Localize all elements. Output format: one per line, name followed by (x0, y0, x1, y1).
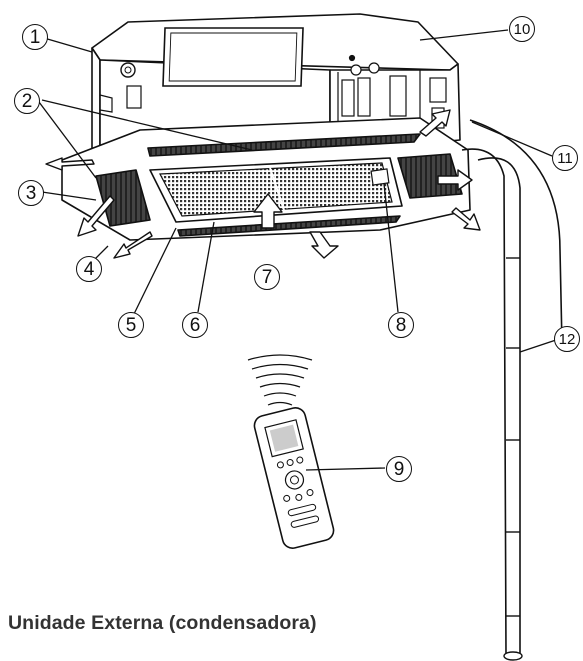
drain-port (120, 62, 136, 78)
callout-10: 10 (509, 16, 535, 42)
callout-1: 1 (22, 24, 48, 50)
callout-11: 11 (552, 145, 578, 171)
airflow-arrows (45, 109, 481, 259)
callout-8: 8 (388, 312, 414, 338)
leader-lines (35, 29, 557, 471)
callout-7: 7 (254, 264, 280, 290)
callout-3: 3 (18, 180, 44, 206)
callout-6: 6 (182, 312, 208, 338)
callout-5: 5 (118, 312, 144, 338)
drain-hose (461, 119, 563, 656)
callout-12: 12 (554, 326, 580, 352)
air-filter (159, 162, 393, 217)
panel-corner-cover (370, 168, 390, 186)
remote-control (253, 407, 335, 549)
housing-top-panel (162, 27, 304, 87)
callout-2: 2 (14, 88, 40, 114)
callout-4: 4 (76, 256, 102, 282)
outdoor-unit-caption: Unidade Externa (condensadora) (8, 612, 317, 634)
callout-9: 9 (386, 456, 412, 482)
remote-signal-waves (247, 354, 313, 406)
